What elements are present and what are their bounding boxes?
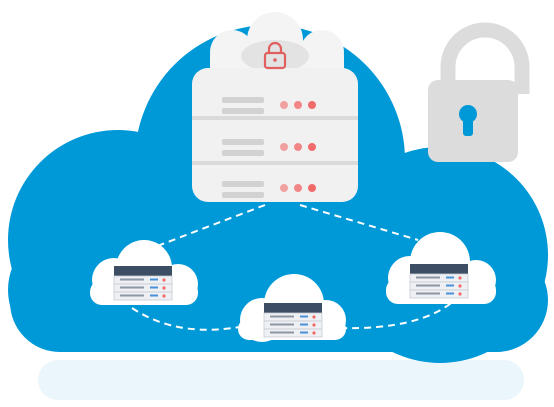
network-node-right <box>386 232 496 304</box>
rack-server-icon <box>263 303 323 338</box>
connector-left-center <box>131 307 251 331</box>
server-slots <box>222 97 264 198</box>
server-indicator-lights <box>280 101 316 192</box>
rack-server-icon <box>113 266 173 301</box>
network-connectors <box>131 204 456 331</box>
connector-main-left <box>151 204 266 249</box>
connector-main-right <box>299 204 419 241</box>
rack-server-icon <box>409 264 469 299</box>
background-padlock-icon <box>428 22 530 162</box>
database-server-icon <box>192 12 358 202</box>
padlock-icon <box>263 41 287 70</box>
connector-center-right <box>339 299 456 330</box>
network-node-left <box>90 240 198 305</box>
network-node-center <box>238 274 346 342</box>
cloud-reflection <box>38 360 524 400</box>
